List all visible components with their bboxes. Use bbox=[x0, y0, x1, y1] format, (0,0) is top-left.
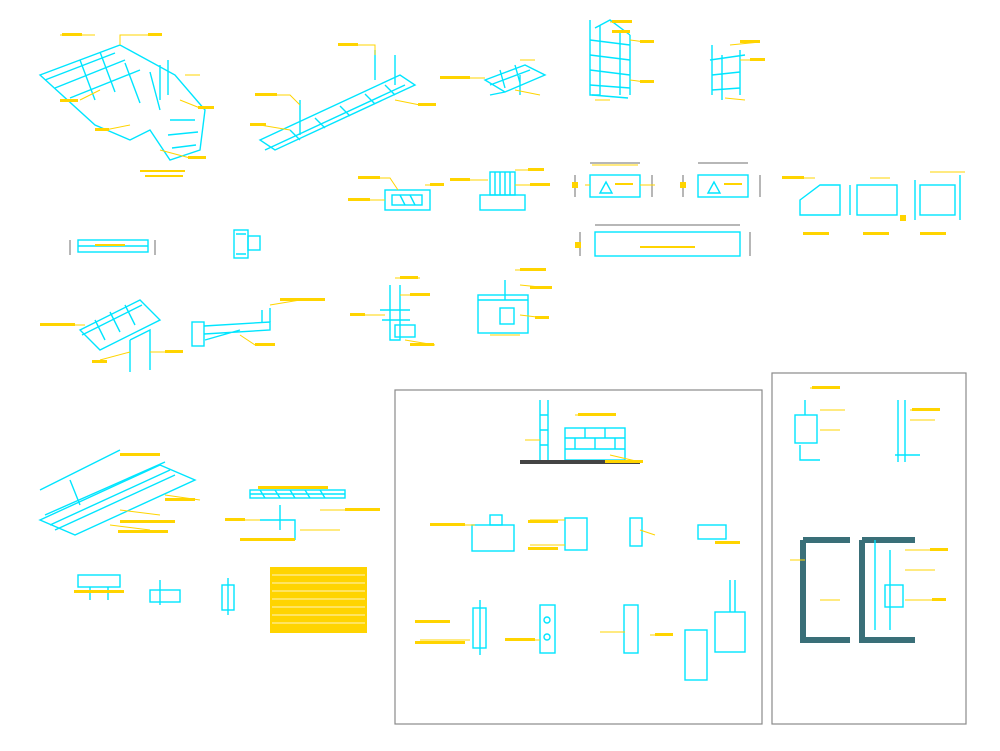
cable-tray-with-conduits bbox=[38, 449, 201, 536]
cable-tray-tee-isometric bbox=[38, 33, 214, 177]
junction-box-row bbox=[430, 514, 740, 552]
detail-frame-cable-trench bbox=[771, 372, 967, 725]
tray-end-elevation bbox=[233, 229, 261, 259]
tray-clamp-detail bbox=[348, 176, 444, 211]
legend-table bbox=[270, 567, 367, 633]
cable-tray-coupler bbox=[440, 59, 547, 96]
cable-trench-section bbox=[790, 537, 948, 643]
cantilever-bracket bbox=[191, 298, 325, 347]
small-details-row bbox=[74, 574, 235, 615]
tray-section-views bbox=[782, 171, 965, 235]
cable-tray-vertical-riser bbox=[589, 19, 654, 101]
cable-tray-wall-mount bbox=[40, 299, 183, 372]
vertical-support-detail bbox=[350, 276, 436, 346]
tray-side-elevation bbox=[69, 239, 156, 255]
wire-mesh-tray-detail bbox=[225, 486, 380, 541]
tray-hanger-detail bbox=[450, 168, 550, 211]
detail-frame-electrical-boxes bbox=[394, 389, 763, 725]
junction-detail bbox=[477, 268, 552, 336]
tray-long-section bbox=[575, 224, 751, 257]
trench-box-detail bbox=[794, 386, 940, 462]
cable-tray-ladder-isometric bbox=[250, 43, 436, 151]
tray-label-plate-2 bbox=[680, 162, 761, 198]
outlet-switch-row bbox=[415, 580, 746, 681]
wall-ladder-block-detail bbox=[520, 400, 643, 464]
cable-tray-support-bracket bbox=[709, 40, 765, 101]
tray-label-plate-1 bbox=[572, 162, 655, 198]
